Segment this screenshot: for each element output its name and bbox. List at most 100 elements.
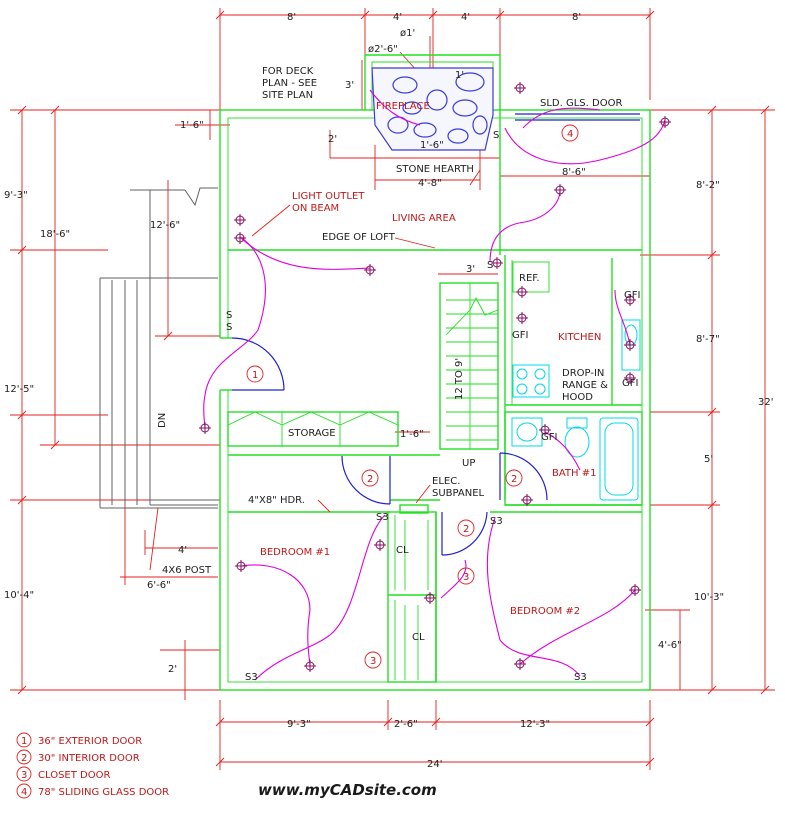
door-tag-interior-3: 2	[463, 524, 469, 535]
walls	[216, 54, 651, 691]
deck-note-line-2: PLAN - SEE	[262, 78, 317, 89]
switch-label-2: S	[226, 322, 232, 333]
dim-hearth-1-6: 1'-6"	[420, 140, 444, 151]
gfi-label-1: GFI	[512, 330, 528, 341]
dim-right-3: 5'	[704, 454, 713, 465]
electrical-circuits	[203, 89, 666, 681]
closet-label-1: CL	[396, 545, 409, 556]
door-tag-interior-2: 2	[511, 474, 517, 485]
dim-left-2: 18'-6"	[40, 229, 70, 240]
gfi-label-3: GFI	[622, 378, 638, 389]
dim-deck-3ft: 3'	[345, 80, 354, 91]
dim-right-6: 32'	[758, 397, 773, 408]
outlet	[304, 660, 316, 672]
outlet	[514, 82, 526, 94]
outlet	[539, 424, 551, 436]
dim-top-4: 8'	[572, 12, 581, 23]
outlet	[491, 257, 503, 269]
outlet	[234, 214, 246, 226]
door-tag-exterior: 1	[252, 370, 258, 381]
dim-hearth-2ft: 2'	[328, 134, 337, 145]
outlet	[624, 294, 636, 306]
outlet	[364, 264, 376, 276]
switch-label-4: S	[487, 260, 493, 271]
outlet	[424, 592, 436, 604]
outlet	[199, 422, 211, 434]
door-swings	[231, 113, 640, 556]
storage-label: STORAGE	[288, 428, 336, 439]
deck-stairs	[99, 187, 218, 509]
dim-post-6-6: 6'-6"	[147, 580, 171, 591]
kitchen-label: KITCHEN	[558, 332, 601, 343]
light-outlet-label-1: LIGHT OUTLET	[292, 191, 365, 202]
up-label: UP	[462, 458, 475, 469]
drop-in-label-2: RANGE &	[562, 380, 608, 391]
legend-text-2: 30" INTERIOR DOOR	[38, 753, 140, 764]
dn-label: DN	[157, 413, 168, 428]
living-area-label: LIVING AREA	[392, 213, 456, 224]
deck-note-line-3: SITE PLAN	[262, 90, 313, 101]
dim-top-1: 8'	[287, 12, 296, 23]
gfi-label-4: GFI	[541, 432, 557, 443]
outlet	[235, 560, 247, 572]
leader-lines	[149, 169, 481, 571]
door-tags	[16, 124, 579, 799]
dim-storage-depth: 1'-6"	[400, 429, 424, 440]
legend-tag-4: 4	[21, 787, 27, 798]
dim-fireplace-1ft: 1'	[455, 70, 464, 81]
stair-treads	[445, 283, 499, 449]
watermark: www.myCADsite.com	[258, 781, 437, 799]
ref-label: REF.	[519, 273, 540, 284]
dim-fireplace-diameter: ø1'	[400, 28, 415, 39]
outlet	[234, 232, 246, 244]
door-tag-sliding: 4	[567, 129, 573, 140]
outlet	[624, 372, 636, 384]
dim-left-6: 10'-4"	[4, 590, 34, 601]
subpanel-label-2: SUBPANEL	[432, 488, 485, 499]
deck-note-line-1: FOR DECK	[262, 66, 314, 77]
dim-fireplace-outer: ø2'-6"	[368, 44, 398, 55]
outlet	[624, 339, 636, 351]
dim-bottom-2: 2'-6"	[394, 719, 418, 730]
post-label: 4X6 POST	[162, 565, 212, 576]
door-tag-numbers: 1 2 2 2 3 3 4	[252, 129, 573, 667]
outlet	[629, 584, 641, 596]
legend-text-1: 36" EXTERIOR DOOR	[38, 736, 142, 747]
dim-top-2: 4'	[393, 12, 402, 23]
gfi-label-2: GFI	[624, 290, 640, 301]
dim-stair-3ft: 3'	[466, 264, 475, 275]
dim-right-4: 10'-3"	[694, 592, 724, 603]
dim-right-2: 8'-7"	[696, 334, 720, 345]
room-labels: FOR DECK PLAN - SEE SITE PLAN FIREPLACE …	[157, 66, 640, 683]
dim-bottom-3: 12'-3"	[520, 719, 550, 730]
switch3-label-3: S3	[490, 516, 503, 527]
drop-in-label-3: HOOD	[562, 392, 593, 403]
drop-in-label-1: DROP-IN	[562, 368, 604, 379]
outlet	[516, 286, 528, 298]
edge-of-loft-label: EDGE OF LOFT	[322, 232, 396, 243]
legend-tag-1: 1	[21, 736, 27, 747]
outlets	[199, 82, 671, 672]
subpanel-label-1: ELEC.	[432, 476, 460, 487]
outlet	[516, 312, 528, 324]
light-outlet-label-2: ON BEAM	[292, 203, 339, 214]
bath-label: BATH #1	[552, 468, 596, 479]
outlet	[374, 539, 386, 551]
dim-post-4ft: 4'	[178, 545, 187, 556]
dim-left-1: 9'-3"	[4, 190, 28, 201]
door-tag-interior-1: 2	[367, 474, 373, 485]
switch-label-1: S	[226, 310, 232, 321]
legend-text-3: CLOSET DOOR	[38, 770, 110, 781]
switch3-label-1: S3	[245, 672, 258, 683]
dimension-text: 8' 4' 4' 8' 9'-3" 18'-6" 12'-6" 1'-6" 12…	[4, 12, 773, 770]
dim-bottom-1: 9'-3"	[287, 719, 311, 730]
dim-left-3: 12'-6"	[150, 220, 180, 231]
dim-kitchen-width: 8'-6"	[562, 167, 586, 178]
bedroom2-label: BEDROOM #2	[510, 606, 580, 617]
sliding-door-label: SLD. GLS. DOOR	[540, 98, 622, 109]
outlet	[659, 116, 671, 128]
legend: 1 36" EXTERIOR DOOR 2 30" INTERIOR DOOR …	[21, 736, 169, 798]
dim-right-1: 8'-2"	[696, 180, 720, 191]
legend-tag-3: 3	[21, 770, 27, 781]
